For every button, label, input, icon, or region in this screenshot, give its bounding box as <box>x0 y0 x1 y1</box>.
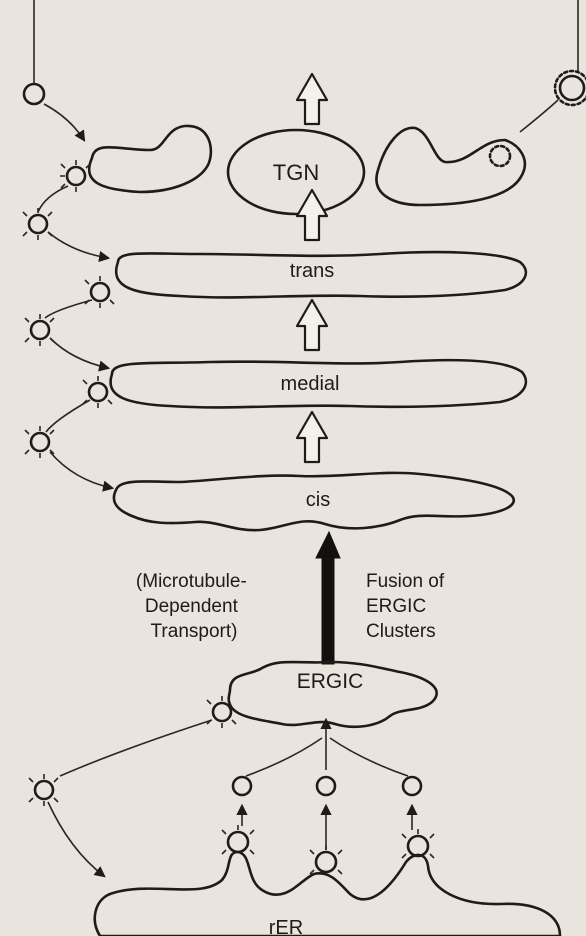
copii-bud <box>408 836 428 856</box>
retrograde-vesicle <box>35 781 53 799</box>
retrograde-vesicle <box>31 433 49 451</box>
cis-label: cis <box>306 489 330 511</box>
retrograde-path <box>45 300 92 318</box>
coat-spikes <box>310 845 342 874</box>
upward-open-arrow <box>297 190 327 240</box>
medial-label: medial <box>281 373 340 395</box>
coat-spikes <box>222 825 254 854</box>
upward-open-arrow <box>297 300 327 350</box>
tgn-left-cisterna <box>89 126 211 192</box>
retrograde-vesicle <box>29 215 47 233</box>
retrograde-vesicle <box>31 321 49 339</box>
annotation-line: Dependent <box>145 596 239 617</box>
copi-bud <box>67 167 85 185</box>
retrograde-path <box>38 186 68 212</box>
er-label: rER <box>269 917 303 936</box>
microtubule-annotation: (Microtubule- Dependent Transport) <box>136 571 252 642</box>
vesicle <box>317 777 335 795</box>
vesicle <box>233 777 251 795</box>
upward-open-arrow <box>297 74 327 124</box>
trans-label: trans <box>290 260 334 282</box>
copi-bud <box>91 283 109 301</box>
copii-bud <box>228 832 248 852</box>
ergic-label: ERGIC <box>297 670 364 693</box>
upward-open-arrow <box>297 412 327 462</box>
retrograde-path <box>60 720 212 776</box>
er-membrane <box>95 852 560 936</box>
transport-arrow <box>50 452 112 488</box>
bold-transport-arrow <box>316 532 340 664</box>
copi-bud <box>89 383 107 401</box>
vesicle <box>560 76 584 100</box>
copi-bud <box>213 703 231 721</box>
merge-line-right <box>330 738 408 776</box>
annotation-line: Clusters <box>366 621 436 642</box>
vesicle <box>24 84 44 104</box>
annotation-line: Transport) <box>151 621 238 642</box>
transport-arrow <box>48 232 108 258</box>
transport-arrow <box>520 100 558 132</box>
merge-line-left <box>246 738 322 776</box>
annotation-line: (Microtubule- <box>136 571 247 592</box>
retrograde-path <box>46 400 90 432</box>
transport-arrow <box>50 338 108 368</box>
transport-arrow <box>48 802 104 876</box>
transport-arrow <box>44 104 84 140</box>
tgn-label: TGN <box>273 160 319 185</box>
coated-bud <box>490 146 510 166</box>
fusion-annotation: Fusion of ERGIC Clusters <box>366 571 449 642</box>
annotation-line: Fusion of <box>366 571 445 592</box>
copii-bud <box>316 852 336 872</box>
annotation-line: ERGIC <box>366 596 426 617</box>
vesicle <box>403 777 421 795</box>
